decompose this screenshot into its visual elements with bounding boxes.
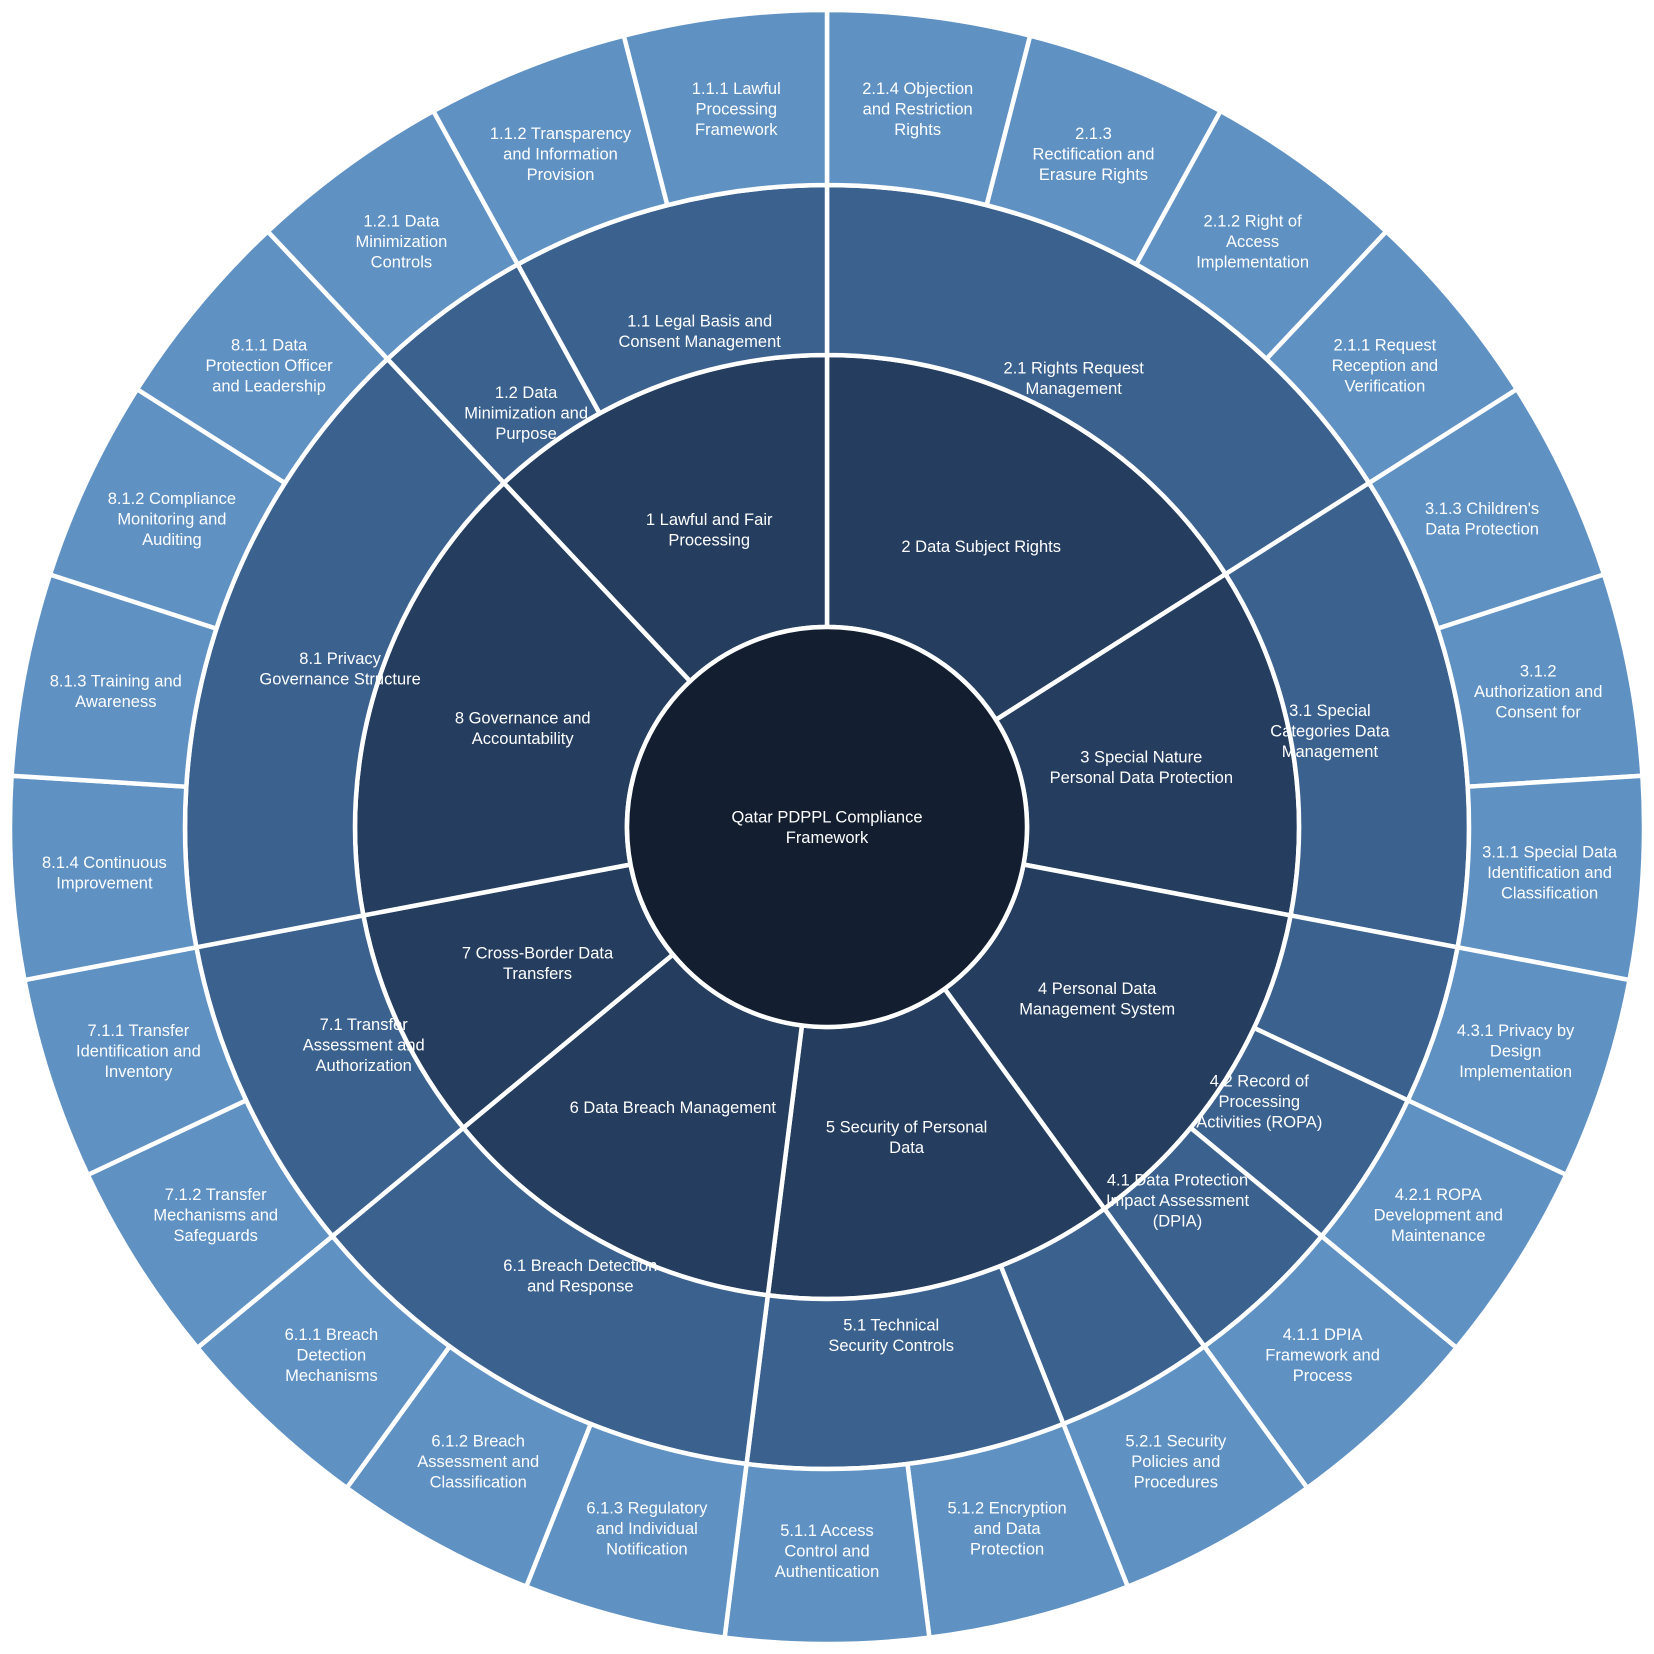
segment-8.1.4[interactable] [7,773,199,983]
segment-1.1.1[interactable] [621,7,830,208]
segments-layer [7,7,1647,1647]
center-node[interactable] [624,624,1030,1030]
segment-3.1.1[interactable] [1455,773,1647,983]
segment-5.1.1[interactable] [722,1461,932,1647]
